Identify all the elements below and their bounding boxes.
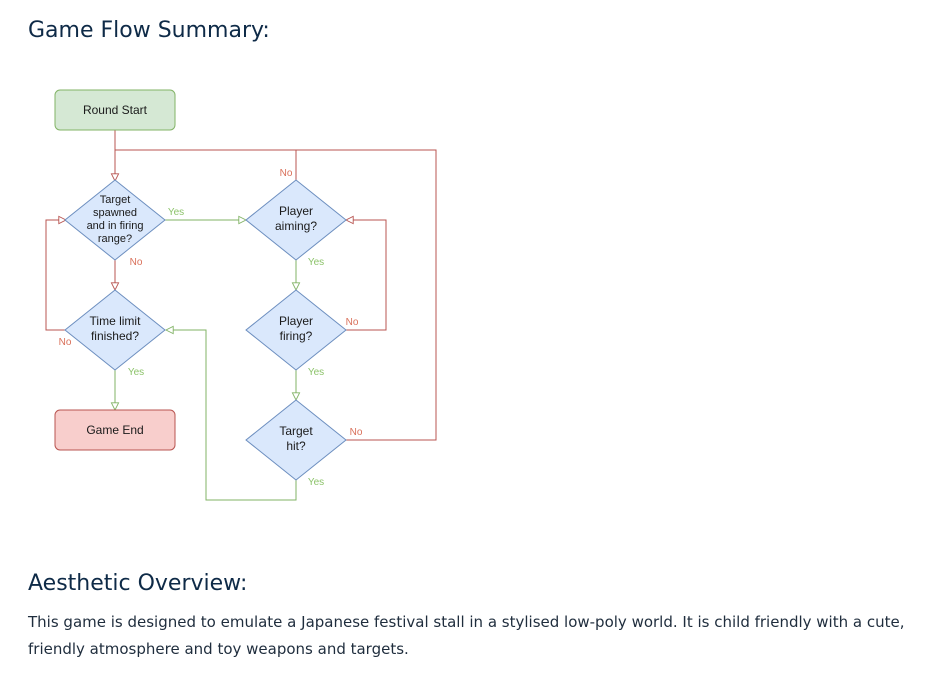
aesthetic-description: This game is designed to emulate a Japan…: [28, 613, 905, 658]
node-target-hit: Target hit?: [245, 399, 347, 481]
node-target-hit-line-2: hit?: [286, 439, 306, 453]
node-target-spawned-line-2: spawned: [93, 207, 137, 219]
node-time-limit-line-2: finished?: [91, 329, 139, 343]
node-target-spawned-line-3: and in firing: [87, 220, 144, 232]
node-player-firing-line-1: Player: [279, 314, 313, 328]
label-time-limit-yes: Yes: [128, 367, 144, 378]
label-firing-yes: Yes: [308, 367, 324, 378]
node-target-spawned-line-4: range?: [98, 233, 132, 245]
edge-target-hit-no: [296, 149, 437, 441]
edge-labels: No Yes No Yes No No Yes Yes No Yes: [59, 168, 363, 488]
label-target-hit-yes: Yes: [308, 477, 324, 488]
diagram-edges: [45, 130, 437, 501]
section-title-game-flow: Game Flow Summary:: [28, 18, 270, 43]
node-player-firing-line-2: firing?: [280, 329, 313, 343]
node-target-spawned: Target spawned and in firing range?: [64, 179, 166, 261]
label-target-spawned-yes: Yes: [168, 207, 184, 218]
edge-target-hit-yes: [166, 330, 297, 501]
label-target-hit-no: No: [350, 427, 363, 438]
node-target-spawned-line-1: Target: [100, 194, 131, 206]
game-flow-diagram: Round Start Target spawned and in firing…: [45, 89, 437, 501]
section-title-aesthetic-overview: Aesthetic Overview:: [28, 571, 248, 596]
node-player-aiming-line-1: Player: [279, 204, 313, 218]
label-firing-no: No: [346, 317, 359, 328]
label-aiming-no: No: [280, 168, 293, 179]
node-round-start: Round Start: [54, 89, 176, 131]
label-aiming-yes: Yes: [308, 257, 324, 268]
edge-player-firing-no: [345, 220, 387, 331]
node-game-end: Game End: [54, 409, 176, 451]
node-target-hit-line-1: Target: [279, 424, 313, 438]
node-player-aiming: Player aiming?: [245, 179, 347, 261]
label-target-spawned-no: No: [130, 257, 143, 268]
node-time-limit-line-1: Time limit: [90, 314, 142, 328]
edge-time-limit-no: [45, 220, 66, 331]
edge-player-aiming-no: [115, 149, 297, 181]
node-game-end-label: Game End: [86, 423, 143, 437]
node-round-start-label: Round Start: [83, 103, 148, 117]
label-time-limit-no: No: [59, 337, 72, 348]
node-time-limit: Time limit finished?: [64, 289, 166, 371]
node-player-aiming-line-2: aiming?: [275, 219, 317, 233]
node-player-firing: Player firing?: [245, 289, 347, 371]
